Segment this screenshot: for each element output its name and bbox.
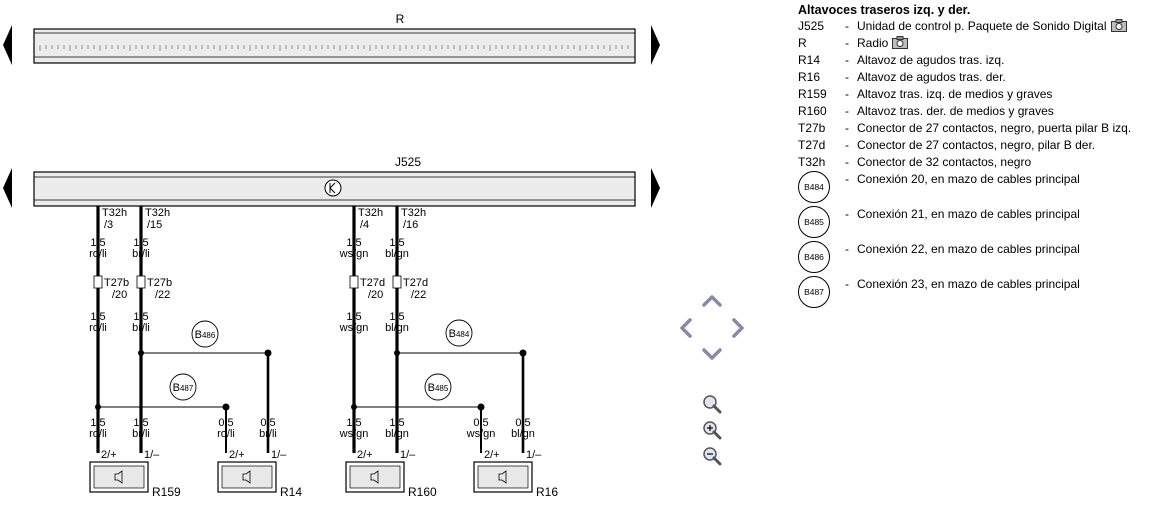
speaker-icon (114, 470, 123, 484)
svg-text:B485: B485 (428, 382, 449, 394)
scroll-right-arrow-top[interactable] (651, 25, 660, 65)
speaker-label: R16 (536, 485, 558, 499)
zoom-icon[interactable] (703, 395, 722, 414)
radio-label: R (396, 12, 405, 26)
speaker-label: R14 (280, 485, 302, 499)
pan-up-icon[interactable] (702, 295, 722, 307)
pin-label: 2/+ (484, 449, 500, 461)
speaker-label: R160 (408, 485, 437, 499)
connection-symbol: B486 (798, 241, 830, 273)
connector-t32h-4: T32h/4 (358, 207, 383, 231)
connector-t27b-22: T27b/22 (147, 277, 172, 301)
legend-item-r[interactable]: R - Radio (798, 35, 1160, 52)
junction-b487[interactable]: B487 (169, 373, 197, 401)
legend-item-t27d: T27d - Conector de 27 contactos, negro, … (798, 138, 1096, 152)
connector-t32h-15: T32h/15 (145, 207, 170, 231)
scroll-right-arrow-bottom[interactable] (651, 168, 660, 208)
legend-item-r14: R14 - Altavoz de agudos tras. izq. (798, 53, 1005, 67)
legend-item-t32h: T32h - Conector de 32 contactos, negro (798, 155, 1032, 169)
pin-label: 2/+ (357, 449, 373, 461)
pan-down-icon[interactable] (702, 348, 722, 360)
pan-right-icon[interactable] (732, 318, 744, 338)
pin-label: 1/– (400, 449, 416, 461)
speaker-icon (498, 470, 507, 484)
legend-title: Altavoces traseros izq. y der. (798, 3, 971, 17)
junction-b484[interactable]: B484 (445, 319, 473, 347)
connector-t27d-22: T27d/22 (403, 277, 428, 301)
pin-label: 2/+ (229, 449, 245, 461)
speaker-icon (370, 470, 379, 484)
connector-t27b-20: T27b/20 (104, 277, 129, 301)
speaker-icon (242, 470, 251, 484)
connection-symbol: B487 (798, 276, 830, 308)
radio-component[interactable]: R (33, 12, 636, 64)
speaker-r160[interactable]: R160 (345, 461, 437, 499)
svg-text:B486: B486 (195, 329, 216, 341)
junction-b486[interactable]: B486 (191, 320, 219, 348)
pin-label: 2/+ (101, 449, 117, 461)
legend-item-r16: R16 - Altavoz de agudos tras. der. (798, 70, 1006, 84)
pin-label: 1/– (526, 449, 542, 461)
legend-connection-b485: B485 - Conexión 21, en mazo de cables pr… (798, 206, 1160, 241)
pan-left-icon[interactable] (680, 318, 692, 338)
control-unit-label: J525 (395, 155, 421, 169)
junction-b485[interactable]: B485 (424, 373, 452, 401)
connector-t32h-3: T32h/3 (102, 207, 127, 231)
camera-icon[interactable] (892, 36, 909, 49)
connector-t32h-16: T32h/16 (401, 207, 426, 231)
control-unit-j525[interactable]: J525 (33, 155, 636, 207)
zoom-out-icon[interactable] (703, 447, 722, 466)
legend: Altavoces traseros izq. y der. J525 - Un… (798, 2, 1160, 311)
legend-connection-b484: B484 - Conexión 20, en mazo de cables pr… (798, 171, 1160, 206)
svg-text:B487: B487 (173, 382, 194, 394)
legend-item-r159: R159 - Altavoz tras. izq. de medios y gr… (798, 87, 1053, 101)
connection-symbol: B484 (798, 171, 830, 203)
legend-connection-b487: B487 - Conexión 23, en mazo de cables pr… (798, 276, 1160, 311)
speaker-r16[interactable]: R16 (473, 461, 558, 499)
connector-t27d-20: T27d/20 (360, 277, 385, 301)
speaker-r159[interactable]: R159 (89, 461, 181, 499)
pin-label: 1/– (271, 449, 287, 461)
legend-item-r160: R160 - Altavoz tras. der. de medios y gr… (798, 104, 1054, 118)
wiring-diagram: R J525 (3, 12, 744, 499)
scroll-left-arrow-bottom[interactable] (3, 168, 12, 208)
connection-symbol: B485 (798, 206, 830, 238)
speaker-r14[interactable]: R14 (217, 461, 302, 499)
legend-item-j525[interactable]: J525 - Unidad de control p. Paquete de S… (798, 18, 1160, 35)
camera-icon[interactable] (1110, 19, 1127, 32)
scroll-left-arrow-top[interactable] (3, 25, 12, 65)
pin-label: 1/– (144, 449, 160, 461)
svg-text:B484: B484 (449, 328, 470, 340)
speaker-label: R159 (152, 485, 181, 499)
zoom-in-icon[interactable] (703, 421, 722, 440)
ground-symbol-icon (329, 182, 336, 194)
legend-item-t27b: T27b - Conector de 27 contactos, negro, … (798, 121, 1132, 135)
legend-connection-b486: B486 - Conexión 22, en mazo de cables pr… (798, 241, 1160, 276)
